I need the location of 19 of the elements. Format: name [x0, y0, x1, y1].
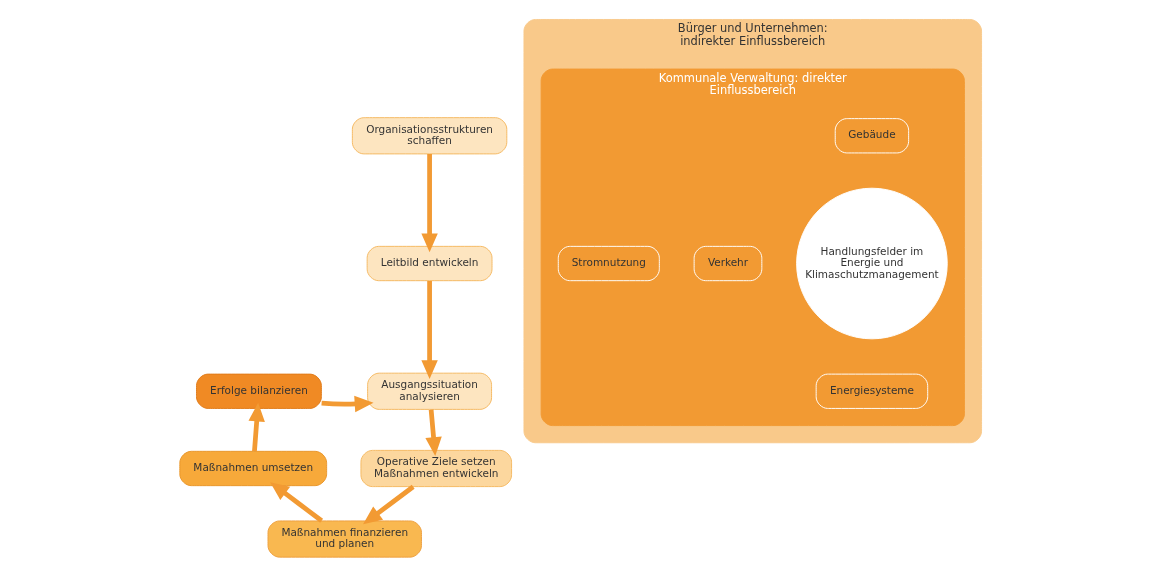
arrow: [248, 402, 265, 452]
arrow: [421, 153, 438, 253]
arrow: [270, 482, 324, 523]
node-box: Maßnahmen finanzieren und planen: [267, 520, 422, 558]
node-box: Ausgangssituation analysieren: [367, 372, 493, 410]
node-box: Stromnutzung: [557, 245, 660, 282]
node-box: Gebäude: [834, 118, 910, 154]
node-box: Operative Ziele setzen Maßnahmen entwickeln: [360, 449, 513, 488]
node-box: Energiesysteme: [815, 373, 929, 409]
node-box: Leitbild entwickeln: [366, 245, 493, 282]
arrow: [363, 484, 415, 525]
arrow: [321, 395, 374, 413]
node-box: Verkehr: [693, 245, 763, 282]
node-circle: Handlungsfelder im Energie und Klimaschutzmanagement: [796, 187, 948, 340]
arrow: [425, 409, 442, 457]
node-box: Organisationsstrukturen schaffen: [351, 117, 508, 155]
node-box: Maßnahmen umsetzen: [179, 450, 328, 487]
node-box: Erfolge bilanzieren: [196, 373, 322, 409]
arrow: [421, 280, 438, 379]
